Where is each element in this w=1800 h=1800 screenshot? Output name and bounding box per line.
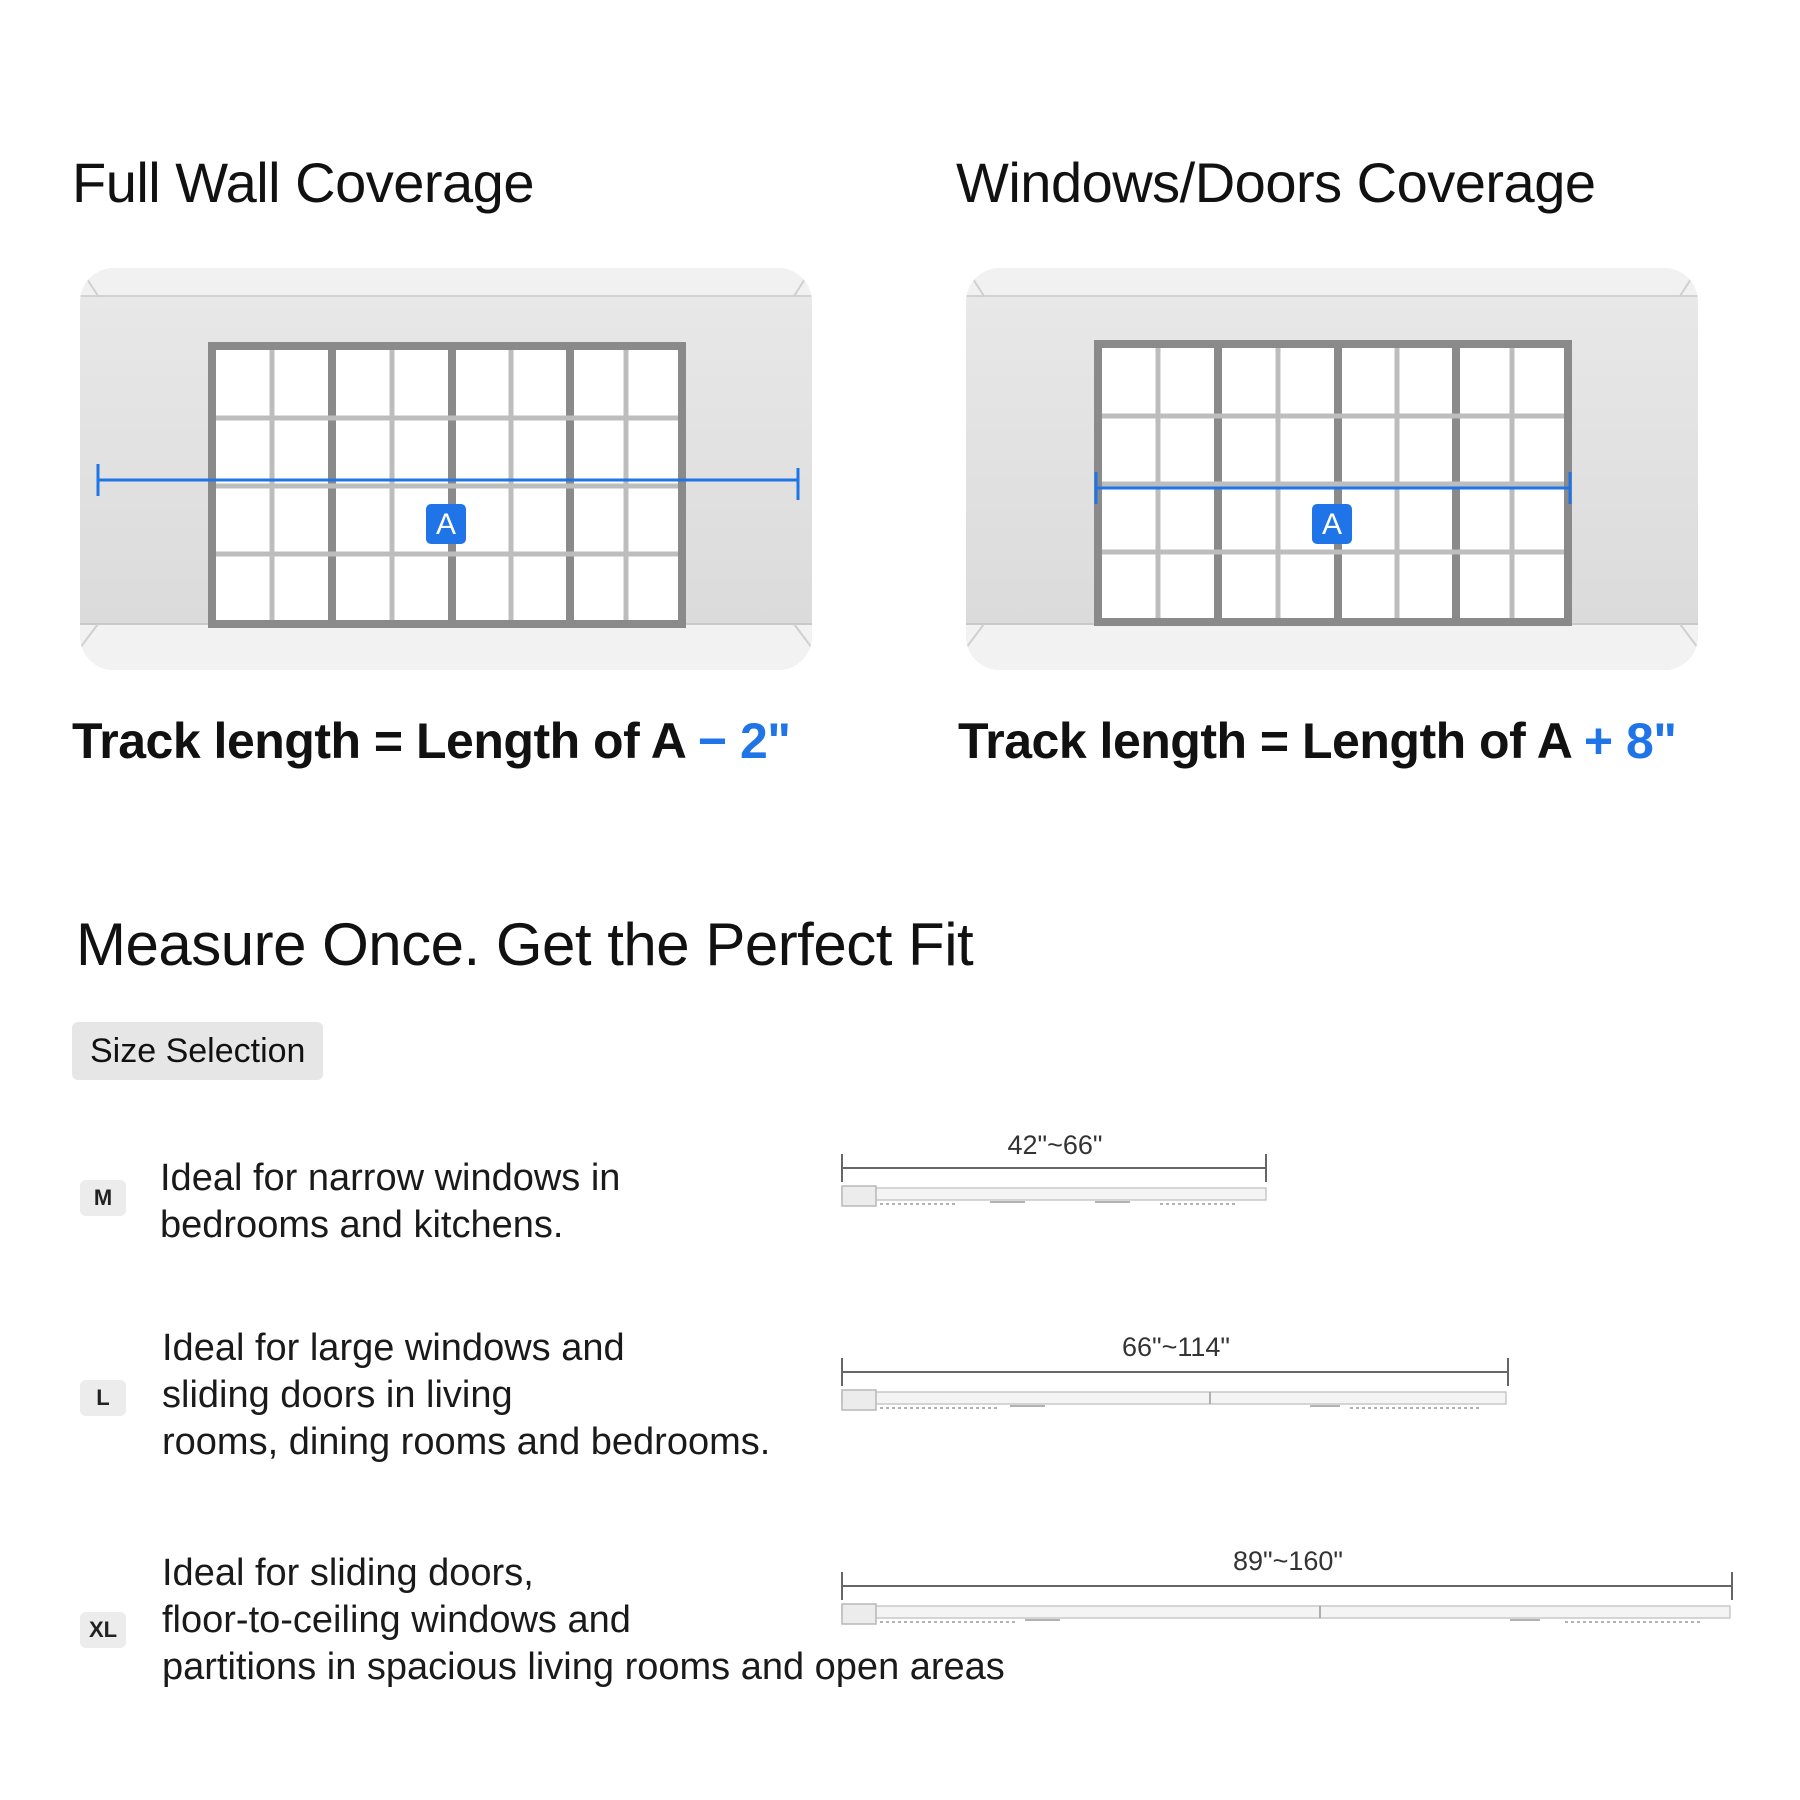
marker-a-badge bbox=[426, 504, 466, 544]
size-xl-description: Ideal for sliding doors, floor-to-ceilin… bbox=[162, 1550, 1005, 1691]
room-drawing: A bbox=[966, 268, 1698, 670]
description-line: Ideal for large windows and bbox=[162, 1327, 625, 1369]
track-xl-diagram: 89"~160" bbox=[840, 1546, 1736, 1626]
formula-text: Track length = Length of A bbox=[72, 713, 698, 769]
windows-doors-title: Windows/Doors Coverage bbox=[956, 151, 1596, 214]
marker-a-label: A bbox=[436, 508, 456, 541]
full-wall-title: Full Wall Coverage bbox=[72, 151, 534, 214]
room-drawing: A bbox=[80, 268, 812, 670]
description-line: rooms, dining rooms and bedrooms. bbox=[162, 1421, 771, 1463]
marker-a-badge bbox=[1312, 504, 1352, 544]
description-line: sliding doors in living bbox=[162, 1374, 513, 1416]
size-l-description: Ideal for large windows and sliding door… bbox=[162, 1325, 770, 1466]
section-title: Measure Once. Get the Perfect Fit bbox=[76, 911, 974, 978]
track-m-diagram: 42"~66" bbox=[840, 1130, 1270, 1210]
description-line: Ideal for sliding doors, bbox=[162, 1552, 534, 1594]
formula-adjust: − 2" bbox=[697, 713, 791, 769]
description-line: floor-to-ceiling windows and bbox=[162, 1599, 631, 1641]
full-wall-formula: Track length = Length of A − 2" bbox=[72, 712, 791, 770]
size-selection-label: Size Selection bbox=[72, 1022, 324, 1080]
track-m-range: 42"~66" bbox=[1007, 1130, 1103, 1160]
full-wall-room-illustration: A bbox=[80, 268, 812, 670]
track-l-drawing bbox=[841, 1358, 1509, 1411]
formula-adjust: + 8" bbox=[1583, 713, 1677, 769]
windows-doors-room-illustration: A bbox=[966, 268, 1698, 670]
track-m-drawing bbox=[841, 1154, 1267, 1207]
track-xl-drawing bbox=[841, 1572, 1733, 1625]
size-m-description: Ideal for narrow windows in bedrooms and… bbox=[160, 1155, 620, 1249]
formula-text: Track length = Length of A bbox=[958, 713, 1584, 769]
track-l-range: 66"~114" bbox=[1121, 1332, 1230, 1362]
description-line: Ideal for narrow windows in bbox=[160, 1157, 621, 1199]
size-badge-xl: XL bbox=[80, 1612, 126, 1648]
windows-doors-formula: Track length = Length of A + 8" bbox=[958, 712, 1677, 770]
size-badge-m: M bbox=[80, 1180, 126, 1216]
marker-a-label: A bbox=[1322, 508, 1342, 541]
size-badge-l: L bbox=[80, 1380, 126, 1416]
track-l-diagram: 66"~114" bbox=[840, 1332, 1512, 1412]
description-line: partitions in spacious living rooms and … bbox=[162, 1646, 1005, 1688]
description-line: bedrooms and kitchens. bbox=[160, 1204, 564, 1246]
track-xl-range: 89"~160" bbox=[1232, 1546, 1344, 1576]
